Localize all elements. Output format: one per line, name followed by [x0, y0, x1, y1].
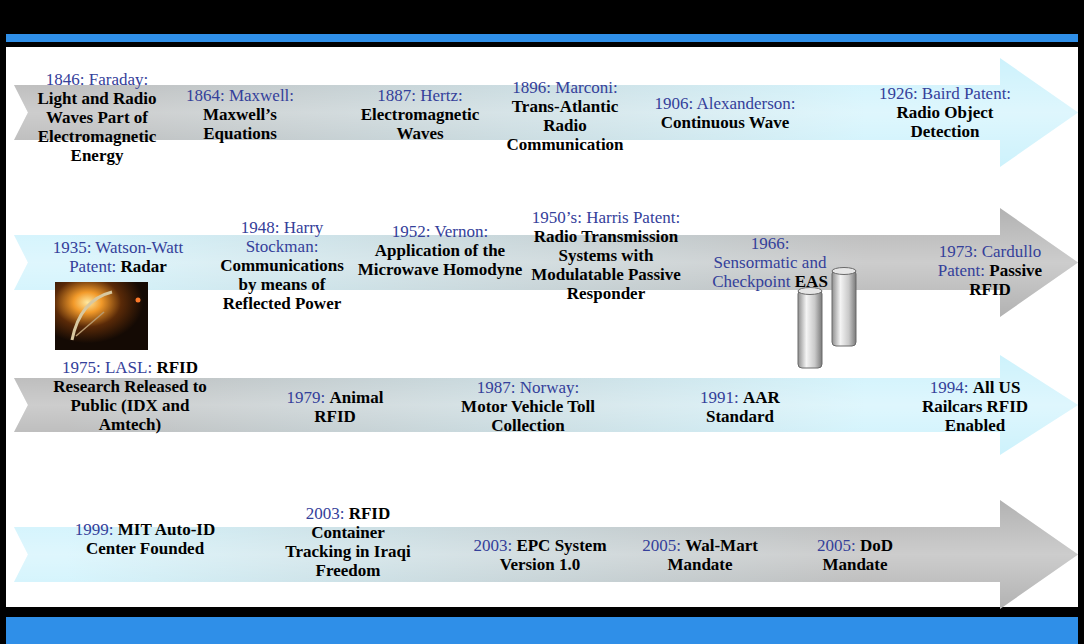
event-title: EAS — [795, 272, 828, 291]
bottom-stripe — [0, 617, 1084, 644]
eas-pedestal-top — [832, 268, 856, 275]
event-title: Maxwell’s Equations — [203, 105, 277, 143]
event-date: 1906: Alexanderson: — [640, 94, 810, 113]
event-date: 1887: Hertz: — [350, 86, 490, 105]
radar-arm — [76, 312, 104, 336]
radar-photo-ground — [55, 282, 148, 350]
radar-light — [136, 298, 141, 303]
event-date: 1987: Norway: — [443, 378, 613, 397]
event-date: 1994: — [930, 378, 969, 397]
timeline-event: 1846: Faraday:Light and Radio Waves Part… — [22, 70, 172, 165]
top-bar — [0, 0, 1084, 34]
timeline-event: 1952: Vernon:Application of the Microwav… — [358, 222, 523, 279]
event-date: 2005: — [817, 536, 856, 555]
event-title: Light and Radio Waves Part of Electromag… — [37, 89, 156, 165]
event-date: 1952: Vernon: — [358, 222, 523, 241]
timeline-event: 1979: Animal RFID — [273, 388, 398, 426]
timeline-event: 2003: RFID Container Tracking in Iraqi F… — [281, 504, 416, 580]
side-border — [0, 0, 6, 644]
band-shine — [14, 355, 1078, 455]
eas-pedestal — [832, 270, 856, 346]
timeline-event: 1994: All US Railcars RFID Enabled — [910, 378, 1040, 435]
event-title: Radar — [121, 257, 167, 276]
event-date: 1864: Maxwell: — [185, 86, 295, 105]
event-date: 1926: Baird Patent: — [870, 84, 1020, 103]
event-date: 1979: — [287, 388, 326, 407]
event-title: Electromagnetic Waves — [361, 105, 480, 143]
event-title: Wal-Mart Mandate — [667, 536, 757, 574]
event-title: EPC System Version 1.0 — [500, 536, 607, 574]
radar-dish — [72, 292, 112, 340]
event-date: 2005: — [642, 536, 681, 555]
timeline-band: 1975: LASL: RFID Research Released to Pu… — [14, 352, 1078, 470]
timeline-event: 2005: DoD Mandate — [808, 536, 903, 574]
timeline-event: 2003: EPC System Version 1.0 — [458, 536, 623, 574]
timeline-event: 1906: Alexanderson:Continuous Wave — [640, 94, 810, 132]
timeline-event: 1999: MIT Auto-ID Center Founded — [70, 520, 220, 558]
side-border — [1078, 0, 1084, 644]
timeline-event: 1926: Baird Patent:Radio Object Detectio… — [870, 84, 1020, 141]
timeline-event: 2005: Wal-Mart Mandate — [635, 536, 765, 574]
band-fill — [14, 500, 1078, 609]
band-fill — [14, 208, 1078, 317]
event-date: 1846: Faraday: — [22, 70, 172, 89]
band-shine — [14, 500, 1078, 609]
band-shine — [14, 58, 1078, 167]
timeline-band: 1935: Watson-Watt Patent: Radar 1948: Har… — [14, 204, 1078, 334]
timeline-event: 1966: Sensormatic and Checkpoint EAS — [708, 234, 833, 291]
event-title: Motor Vehicle Toll Collection — [461, 397, 595, 435]
eas-pedestal-top — [798, 288, 822, 295]
timeline-event: 1948: Harry Stockman: Communications by … — [210, 218, 355, 313]
timeline-event: 1973: Cardullo Patent: Passive RFID — [928, 242, 1053, 299]
event-title: Radio Transmission Systems with Modulata… — [531, 227, 681, 303]
eas-pedestals — [798, 268, 856, 369]
event-title: Trans-Atlantic Radio Communication — [506, 97, 623, 154]
event-date: 1950’s: Harris Patent: — [532, 208, 680, 227]
timeline-event: 1991: AAR Standard — [685, 388, 795, 426]
event-date: 1896: Marconi: — [495, 78, 635, 97]
event-date: 1948: Harry Stockman: — [241, 218, 324, 256]
radar-photo — [55, 282, 148, 350]
event-title: Continuous Wave — [661, 113, 790, 132]
event-title: RFID Container Tracking in Iraqi Freedom — [285, 504, 410, 580]
band-fill — [14, 58, 1078, 167]
event-date: 2003: — [306, 504, 345, 523]
event-date: 1991: — [700, 388, 739, 407]
timeline-event: 1987: Norway:Motor Vehicle Toll Collecti… — [443, 378, 613, 435]
bottom-line — [0, 607, 1084, 617]
event-date: 1975: LASL: — [62, 358, 152, 377]
timeline-event: 1887: Hertz:Electromagnetic Waves — [350, 86, 490, 143]
timeline-event: 1950’s: Harris Patent: Radio Transmissio… — [526, 208, 686, 303]
eas-pedestal — [798, 290, 822, 368]
event-title: Radio Object Detection — [897, 103, 994, 141]
top-stripe — [0, 34, 1084, 42]
event-title: Communications by means of Reflected Pow… — [220, 256, 344, 313]
event-date: 1999: — [75, 520, 114, 539]
timeline-band: 1999: MIT Auto-ID Center Founded 2003: RF… — [14, 498, 1078, 606]
event-date: 2003: — [473, 536, 512, 555]
timeline-event: 1975: LASL: RFID Research Released to Pu… — [43, 358, 218, 434]
timeline-event: 1864: Maxwell:Maxwell’s Equations — [185, 86, 295, 143]
band-fill — [14, 355, 1078, 455]
timeline-event: 1896: Marconi:Trans-Atlantic Radio Commu… — [495, 78, 635, 154]
event-title: Application of the Microwave Homodyne — [358, 241, 522, 279]
band-shine — [14, 208, 1078, 317]
timeline-event: 1935: Watson-Watt Patent: Radar — [43, 238, 193, 276]
timeline-band: 1846: Faraday:Light and Radio Waves Part… — [14, 56, 1078, 170]
top-line — [0, 42, 1084, 47]
